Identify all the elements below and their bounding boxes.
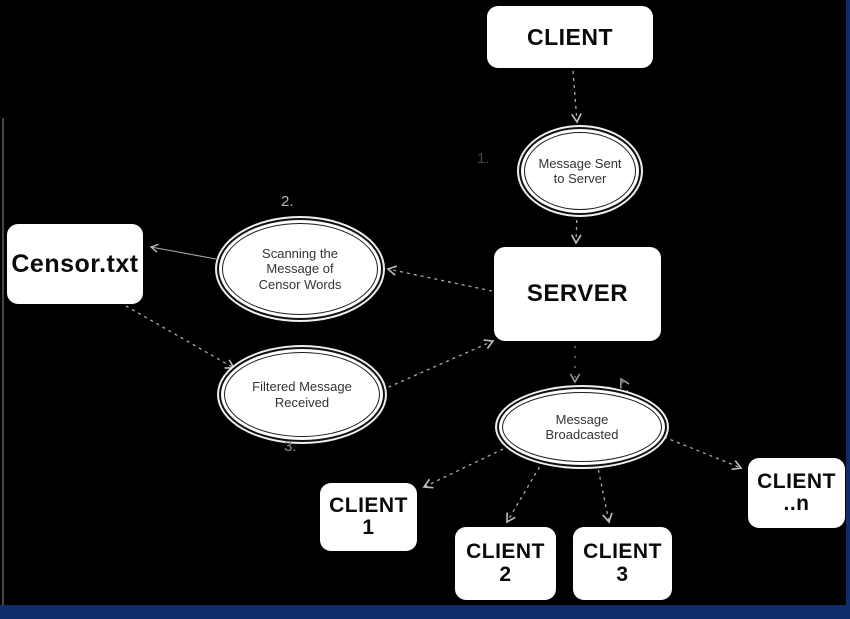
node-client-1-label: CLIENT (329, 493, 408, 517)
frame-left-edge (2, 118, 4, 605)
step-label-2: 2. (281, 193, 294, 210)
ellipse-scanning-line1: Scanning the (262, 246, 338, 261)
edge-server-to-scanning (386, 265, 493, 292)
edge-client-to-message-sent (571, 70, 582, 124)
ellipse-filtered-text: Filtered Message Received (242, 379, 362, 410)
ellipse-scanning: Scanning the Message of Censor Words (217, 218, 383, 320)
ellipse-broadcast-line2: Broadcasted (545, 427, 619, 442)
ellipse-filtered-line2: Received (274, 394, 330, 410)
node-client-2-number: 2 (499, 562, 512, 586)
ellipse-message-sent-line2: to Server (553, 171, 607, 186)
edge-message-sent-to-server (570, 212, 582, 245)
node-client-2-label: CLIENT (466, 540, 545, 564)
ellipse-message-sent-line1: Message Sent (538, 155, 622, 171)
ellipse-filtered-line1: Filtered Message (252, 379, 352, 395)
edge-broadcast-to-server (619, 377, 630, 393)
frame-right-edge (846, 0, 850, 619)
node-client-label: CLIENT (526, 23, 614, 50)
node-client-2: CLIENT 2 (455, 527, 556, 600)
frame-bottom-bar (0, 605, 850, 619)
node-client-3: CLIENT 3 (573, 527, 672, 600)
node-client-n-number: ..n (783, 492, 810, 515)
node-client-n: CLIENT ..n (748, 458, 845, 528)
edge-broadcast-to-client3 (596, 462, 613, 524)
ellipse-scanning-line2: Message of (266, 261, 334, 277)
edge-filtered-to-server (381, 339, 495, 391)
node-client-1-number: 1 (362, 516, 375, 539)
node-client-3-label: CLIENT (583, 540, 662, 564)
edge-scanning-to-censor (149, 243, 217, 260)
step-label-1: 1. (477, 150, 490, 167)
node-censor-file: Censor.txt (7, 224, 143, 304)
edge-censor-to-filtered (125, 305, 236, 369)
edge-broadcast-to-client1 (422, 448, 504, 489)
step-label-3: 3. (284, 438, 297, 455)
ellipse-scanning-text: Scanning the Message of Censor Words (249, 246, 352, 292)
node-client-n-label: CLIENT (757, 469, 836, 493)
node-client: CLIENT (487, 6, 653, 68)
ellipse-broadcast-text: Message Broadcasted (536, 412, 629, 443)
ellipse-filtered: Filtered Message Received (219, 347, 385, 442)
edge-broadcast-to-client2 (506, 460, 544, 524)
node-client-1: CLIENT 1 (320, 483, 417, 551)
node-censor-file-label: Censor.txt (11, 249, 139, 278)
node-server: SERVER (494, 247, 661, 341)
node-server-label: SERVER (526, 280, 629, 308)
ellipse-message-sent: Message Sent to Server (519, 127, 641, 215)
edge-broadcast-to-clientn (663, 436, 743, 471)
ellipse-broadcast: Message Broadcasted (497, 387, 667, 467)
ellipse-broadcast-line1: Message (555, 411, 609, 427)
node-client-3-number: 3 (616, 562, 629, 586)
ellipse-scanning-line3: Censor Words (258, 276, 342, 292)
ellipse-message-sent-text: Message Sent to Server (528, 156, 631, 187)
